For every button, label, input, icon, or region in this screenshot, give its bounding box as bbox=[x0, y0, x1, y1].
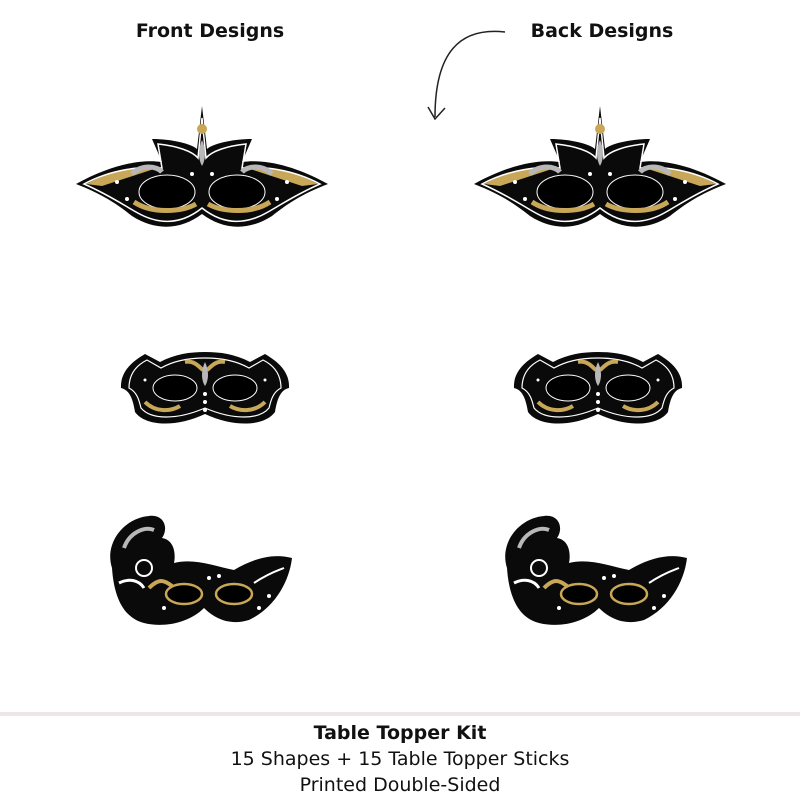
back-mask-medium bbox=[508, 340, 688, 430]
front-mask-swirl bbox=[103, 508, 295, 638]
front-mask-large bbox=[72, 103, 332, 235]
back-mask-swirl bbox=[498, 508, 690, 638]
divider bbox=[0, 712, 800, 716]
kit-title: Table Topper Kit bbox=[313, 722, 487, 744]
back-designs-heading: Back Designs bbox=[530, 20, 674, 42]
kit-contents: 15 Shapes + 15 Table Topper Sticks bbox=[230, 748, 570, 770]
back-mask-large bbox=[470, 103, 730, 235]
curved-arrow-icon bbox=[427, 30, 506, 121]
kit-printing-note: Printed Double-Sided bbox=[299, 774, 501, 796]
front-mask-medium bbox=[115, 340, 295, 430]
front-designs-heading: Front Designs bbox=[135, 20, 285, 42]
